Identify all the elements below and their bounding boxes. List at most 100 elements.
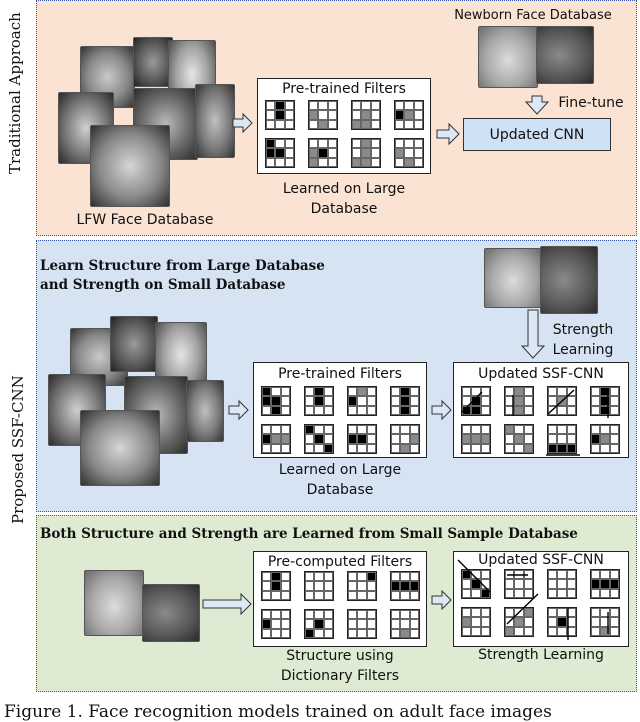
filter-cell — [409, 628, 419, 638]
panel3-heading: Both Structure and Strength are Learned … — [40, 526, 578, 542]
filter-cell — [471, 588, 481, 598]
filter-kernel — [394, 100, 424, 130]
filter-cell — [566, 434, 576, 444]
filter-cell — [591, 617, 601, 627]
filter-cell — [391, 572, 401, 582]
filter-cell — [305, 590, 315, 600]
updated-ssf-cnn-title: Updated SSF-CNN — [478, 552, 604, 568]
filter-cell — [404, 110, 414, 120]
filter-cell — [557, 387, 567, 397]
filter-cell — [323, 628, 333, 638]
filter-cell — [566, 570, 576, 580]
filter-cell — [400, 396, 410, 406]
filter-cell — [409, 425, 419, 435]
filter-cell — [280, 425, 290, 435]
filter-cell — [314, 405, 324, 415]
filter-cell — [404, 157, 414, 167]
filter-cell — [480, 387, 490, 397]
filter-cell — [514, 425, 524, 435]
filter-cell — [462, 579, 472, 589]
filter-cell — [370, 101, 380, 111]
filter-cell — [357, 581, 367, 591]
filter-cell — [591, 405, 601, 415]
strength-learning-label: Strength Learning — [478, 647, 604, 663]
filter-cell — [462, 396, 472, 406]
filter-cell — [471, 425, 481, 435]
filter-cell — [352, 148, 362, 158]
filter-cell — [275, 139, 285, 149]
filter-cell — [266, 139, 276, 149]
filter-kernel — [351, 138, 381, 168]
pretrained-filters-title: Pre-trained Filters — [278, 366, 402, 382]
filter-cell — [348, 572, 358, 582]
filter-cell — [314, 425, 324, 435]
filter-cell — [348, 396, 358, 406]
figure-caption: Figure 1. Face recognition models traine… — [4, 702, 552, 722]
learned-on-large-label: Learned on Large Database — [282, 181, 406, 217]
filter-cell — [284, 148, 294, 158]
filter-cell — [266, 157, 276, 167]
filter-cell — [591, 626, 601, 636]
filter-cell — [357, 405, 367, 415]
filter-cell — [305, 434, 315, 444]
filter-cell — [280, 581, 290, 591]
filter-cell — [318, 157, 328, 167]
filter-cell — [271, 443, 281, 453]
filter-cell — [280, 628, 290, 638]
filter-cell — [514, 617, 524, 627]
updated-ssf-cnn-title: Updated SSF-CNN — [478, 366, 604, 382]
filter-cell — [471, 405, 481, 415]
filter-cell — [404, 119, 414, 129]
filter-cell — [366, 610, 376, 620]
filter-kernel — [590, 386, 620, 416]
filter-cell — [609, 617, 619, 627]
filter-cell — [566, 579, 576, 589]
filter-cell — [600, 626, 610, 636]
finetune-label: Fine-tune — [558, 95, 624, 111]
filter-cell — [514, 626, 524, 636]
filter-cell — [471, 387, 481, 397]
filter-cell — [600, 570, 610, 580]
filter-cell — [505, 608, 515, 618]
filter-cell — [391, 434, 401, 444]
filter-cell — [314, 581, 324, 591]
filter-cell — [462, 608, 472, 618]
filter-cell — [348, 619, 358, 629]
filter-cell — [275, 148, 285, 158]
filter-cell — [357, 443, 367, 453]
filter-cell — [400, 581, 410, 591]
filter-kernel — [261, 424, 291, 454]
newborn-db-label: Newborn Face Database — [454, 8, 612, 23]
filter-cell — [566, 443, 576, 453]
filter-cell — [275, 157, 285, 167]
lfw-face-photo — [186, 380, 224, 442]
filter-cell — [366, 572, 376, 582]
filter-cell — [323, 581, 333, 591]
filter-kernel — [461, 607, 491, 637]
filter-cell — [409, 619, 419, 629]
filter-cell — [591, 579, 601, 589]
filter-cell — [357, 610, 367, 620]
filter-kernel — [261, 386, 291, 416]
filter-cell — [409, 572, 419, 582]
filter-cell — [357, 572, 367, 582]
filter-cell — [305, 610, 315, 620]
filter-cell — [480, 396, 490, 406]
filter-cell — [366, 590, 376, 600]
filter-cell — [305, 425, 315, 435]
filter-cell — [309, 119, 319, 129]
filter-cell — [557, 626, 567, 636]
filter-cell — [400, 619, 410, 629]
filter-kernel — [261, 571, 291, 601]
filter-cell — [366, 434, 376, 444]
filter-cell — [600, 425, 610, 435]
filter-cell — [566, 608, 576, 618]
filter-kernel — [390, 571, 420, 601]
filter-cell — [409, 581, 419, 591]
filter-cell — [280, 396, 290, 406]
filter-cell — [284, 110, 294, 120]
filter-cell — [400, 610, 410, 620]
filter-kernel — [547, 424, 577, 454]
filter-cell — [505, 443, 515, 453]
filter-cell — [262, 572, 272, 582]
